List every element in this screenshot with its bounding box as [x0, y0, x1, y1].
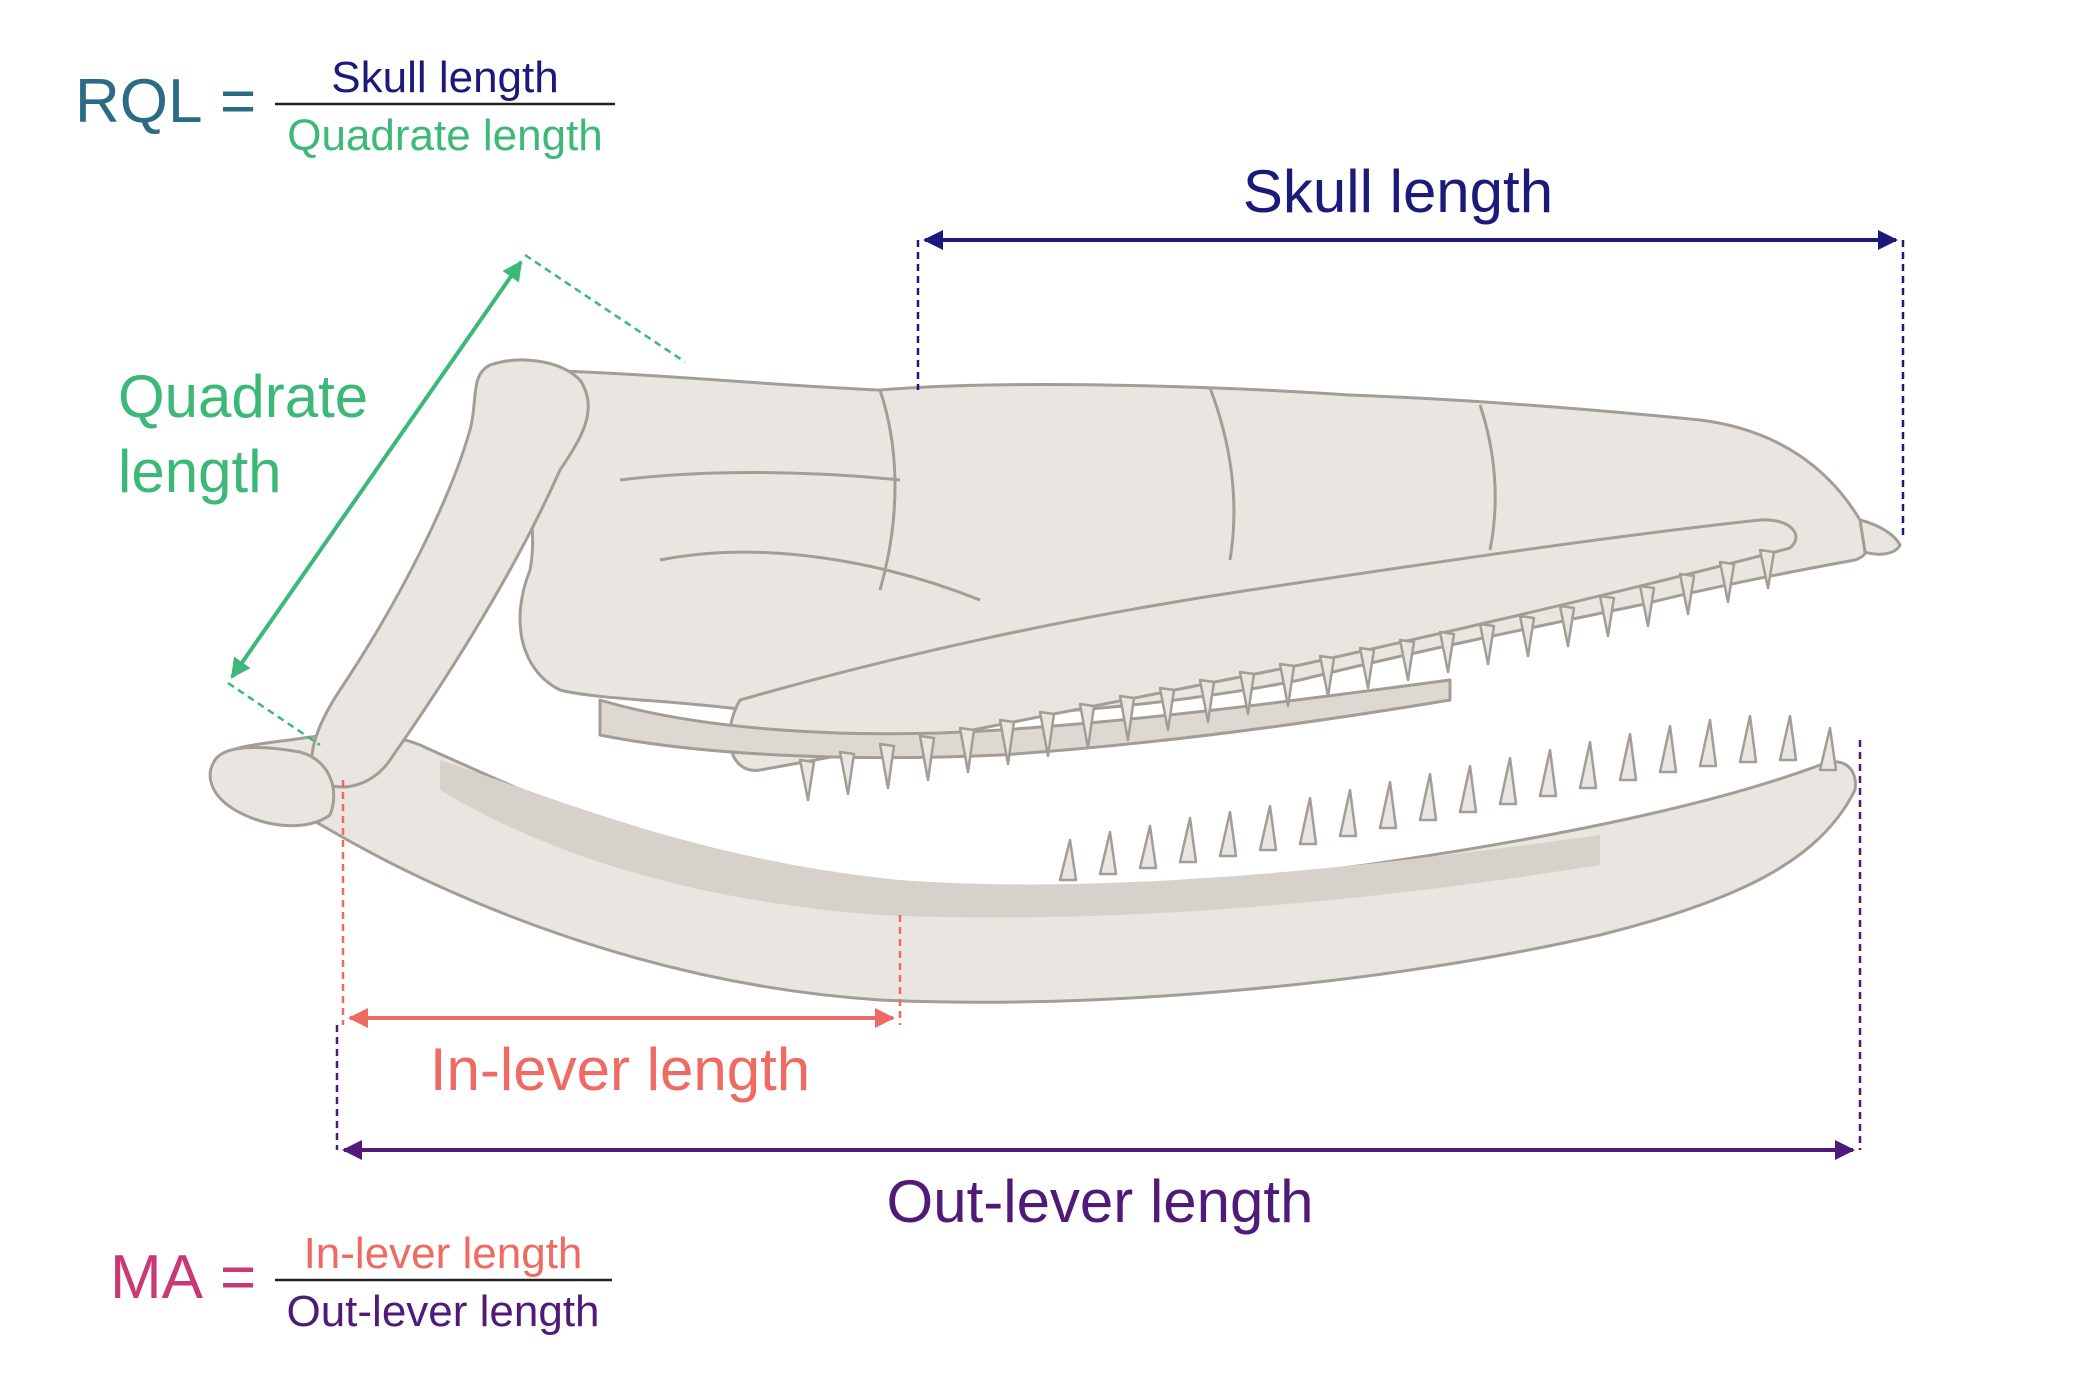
ma-formula: MA = In-lever length Out-lever length	[110, 1229, 612, 1336]
premaxilla	[1858, 518, 1902, 556]
in-lever-length-label: In-lever length	[430, 1036, 810, 1103]
mandible-rear-process	[208, 745, 336, 828]
snake-skull-illustration	[208, 358, 1902, 1004]
rql-formula: RQL = Skull length Quadrate length	[75, 53, 615, 160]
ma-equals: =	[220, 1243, 256, 1312]
in-lever-length-measure	[341, 780, 902, 1028]
skull-length-label: Skull length	[1243, 158, 1553, 225]
rql-denominator: Quadrate length	[287, 111, 603, 160]
ma-symbol: MA	[110, 1243, 204, 1312]
out-lever-length-label: Out-lever length	[887, 1168, 1314, 1235]
rql-symbol: RQL	[75, 67, 202, 136]
out-lever-length-measure	[335, 740, 1862, 1160]
quadrate-length-arrow	[230, 260, 523, 679]
mandible-shade	[440, 760, 1600, 918]
quadrate-length-label-line1: Quadrate	[118, 363, 368, 430]
skull-length-measure	[916, 230, 1905, 540]
rql-equals: =	[220, 67, 256, 136]
ma-denominator: Out-lever length	[286, 1287, 599, 1336]
quadrate-length-measure	[227, 253, 686, 747]
upper-teeth	[798, 548, 1776, 802]
suture-line	[619, 387, 1497, 602]
quadrate-length-label-line2: length	[118, 438, 281, 505]
rql-numerator: Skull length	[331, 53, 558, 102]
lower-teeth	[1058, 714, 1838, 882]
ma-numerator: In-lever length	[304, 1229, 583, 1278]
